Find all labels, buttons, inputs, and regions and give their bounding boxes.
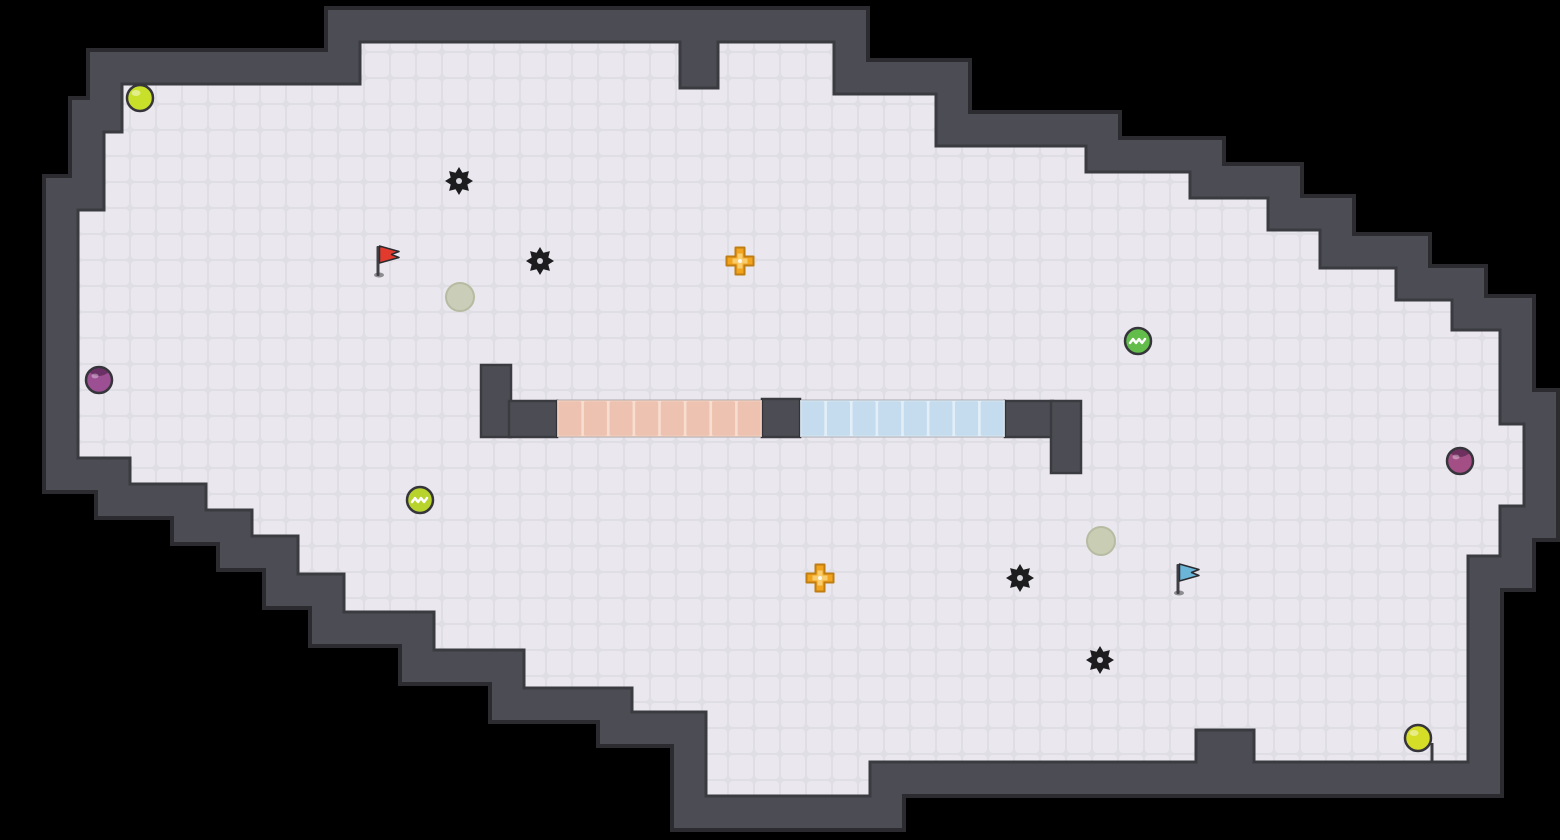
spawn-pad-right <box>1086 526 1116 556</box>
wall-hook-left-horizontal <box>507 399 559 439</box>
wall-hook-right-vertical <box>1049 399 1083 475</box>
grin-ball-right <box>1123 326 1153 356</box>
blue-brick-row <box>799 399 1006 438</box>
berry-ball-right <box>1445 446 1475 476</box>
saw-hazard-2 <box>526 247 554 275</box>
ball-yellow-bottom-right <box>1403 723 1433 753</box>
wall-hook-right-horizontal <box>1003 399 1055 439</box>
saw-hazard-4 <box>1086 646 1114 674</box>
spawn-pad-left <box>445 282 475 312</box>
saw-hazard-1 <box>445 167 473 195</box>
wall-blocks-layer <box>479 363 1083 475</box>
grin-ball-left <box>405 485 435 515</box>
pink-brick-row <box>556 399 763 438</box>
saw-hazard-3 <box>1006 564 1034 592</box>
floor-tick-mark <box>1430 743 1434 761</box>
brick-rows-layer <box>556 399 1006 438</box>
ball-yellow-top-left <box>125 83 155 113</box>
berry-ball-left <box>84 365 114 395</box>
center-divider-block <box>760 397 802 439</box>
wall-hook-left-vertical <box>479 363 513 439</box>
